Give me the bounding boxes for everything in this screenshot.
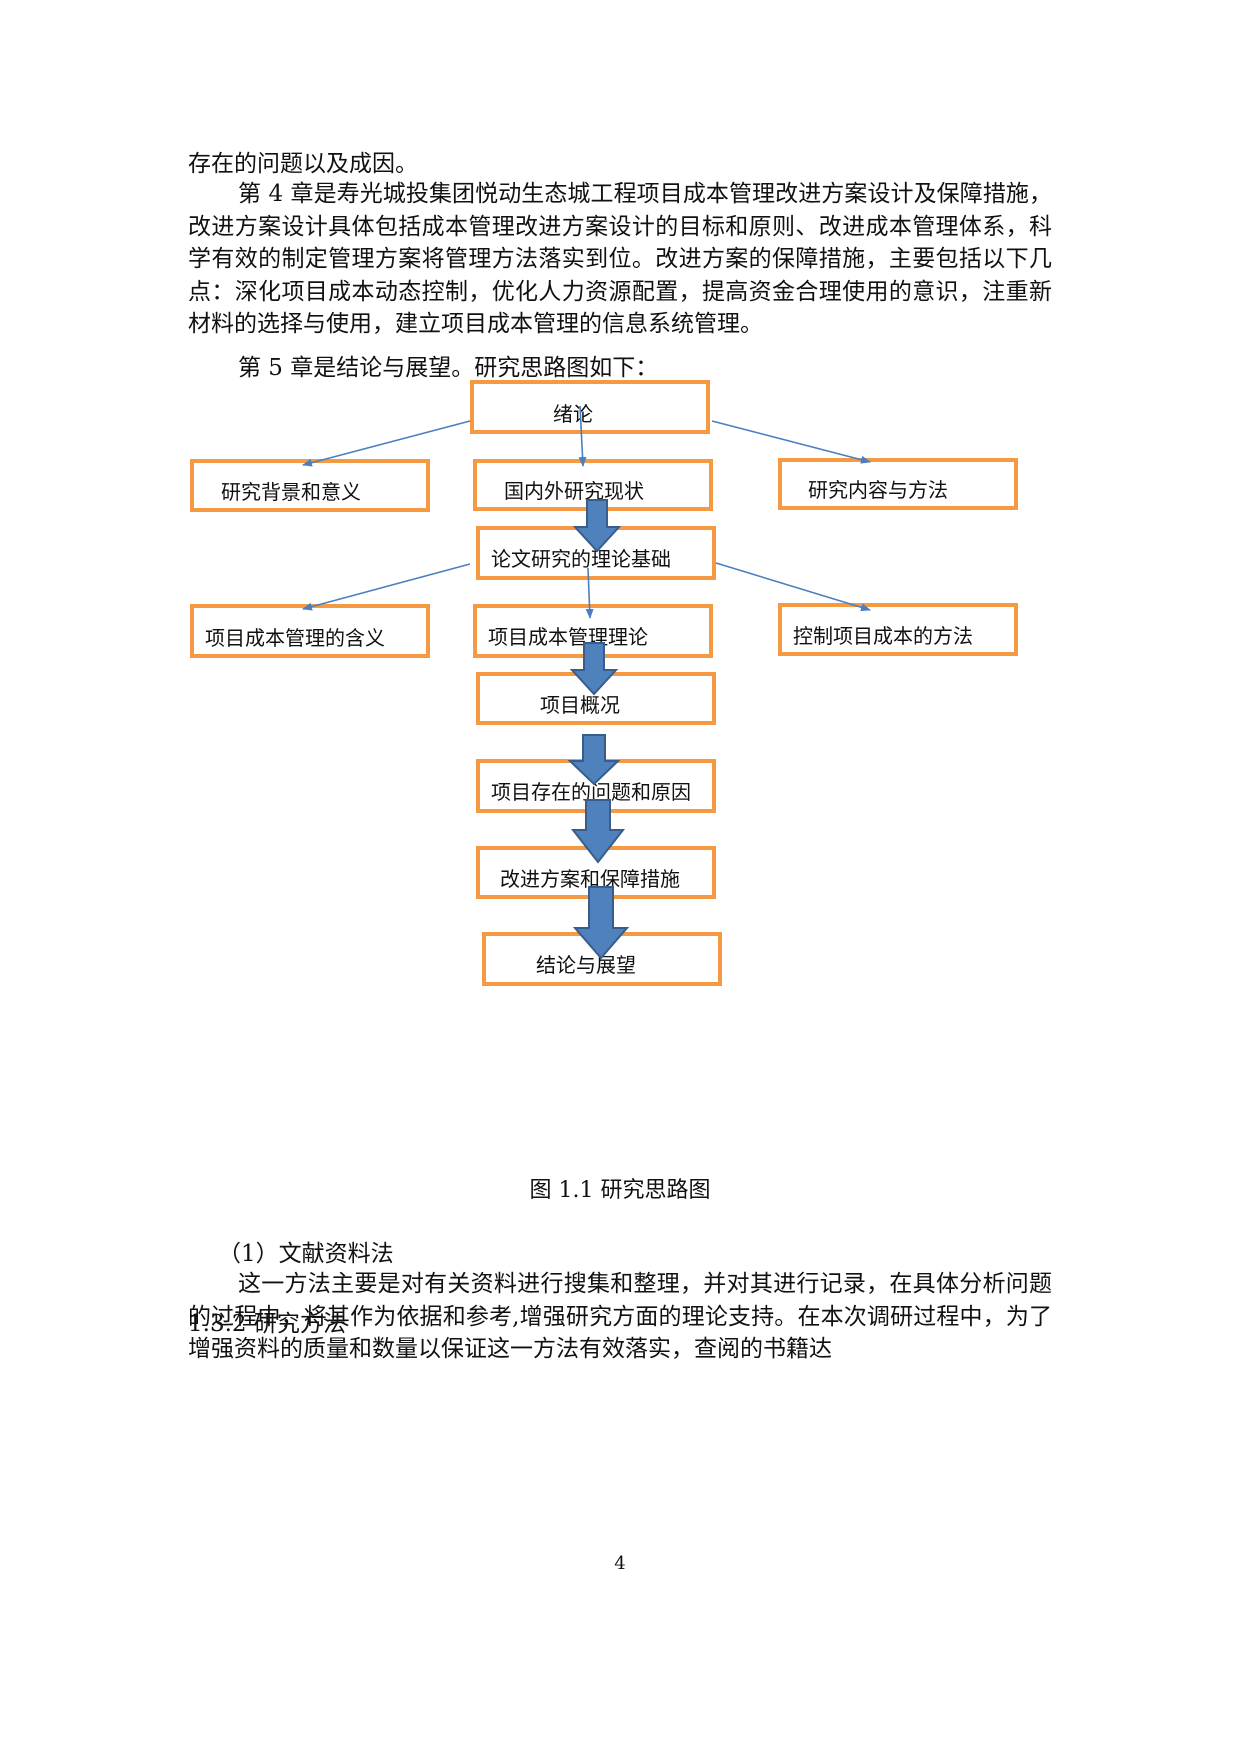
page-number: 4 (614, 1553, 626, 1574)
node-background-label: 研究背景和意义 (221, 480, 361, 504)
node-conclusion-label: 结论与展望 (536, 953, 636, 977)
method-label: （1）文献资料法 (218, 1241, 394, 1267)
method-paragraph: 这一方法主要是对有关资料进行搜集和整理，并对其进行记录，在具体分析问题的过程中，… (188, 1271, 1052, 1362)
arrow-basis-to-meaning (302, 563, 471, 611)
section-title: 研究方法 (253, 1311, 346, 1337)
node-intro-label: 绪论 (553, 402, 593, 426)
paragraph-chapter4: 第 4 章是寿光城投集团悦动生态城工程项目成本管理改进方案设计及保障措施，改进方… (188, 181, 1052, 337)
node-content-method-label: 研究内容与方法 (808, 478, 948, 502)
node-intro (470, 380, 710, 434)
figure-caption: 图 1.1 研究思路图 (529, 1178, 711, 1203)
node-domestic-foreign-label: 国内外研究现状 (504, 479, 644, 503)
node-content-method (778, 458, 1018, 510)
node-improvement-label: 改进方案和保障措施 (500, 867, 680, 891)
node-meaning-label: 项目成本管理的含义 (205, 626, 385, 650)
node-theory-label: 项目成本管理理论 (488, 625, 648, 649)
section-number: 1.3.2 (188, 1311, 247, 1337)
section-heading: 1.3.2 研究方法 (188, 1304, 346, 1338)
arrow-intro-to-content (711, 420, 871, 464)
node-control (778, 603, 1018, 656)
node-control-label: 控制项目成本的方法 (793, 624, 973, 648)
paragraph-chapter3-tail: 存在的问题以及成因。 (188, 151, 418, 177)
paragraph-chapter5: 第 5 章是结论与展望。研究思路图如下： (238, 355, 659, 381)
node-problems-label: 项目存在的问题和原因 (491, 780, 691, 804)
node-overview-label: 项目概况 (540, 693, 620, 717)
node-theory-basis-label: 论文研究的理论基础 (491, 547, 671, 571)
